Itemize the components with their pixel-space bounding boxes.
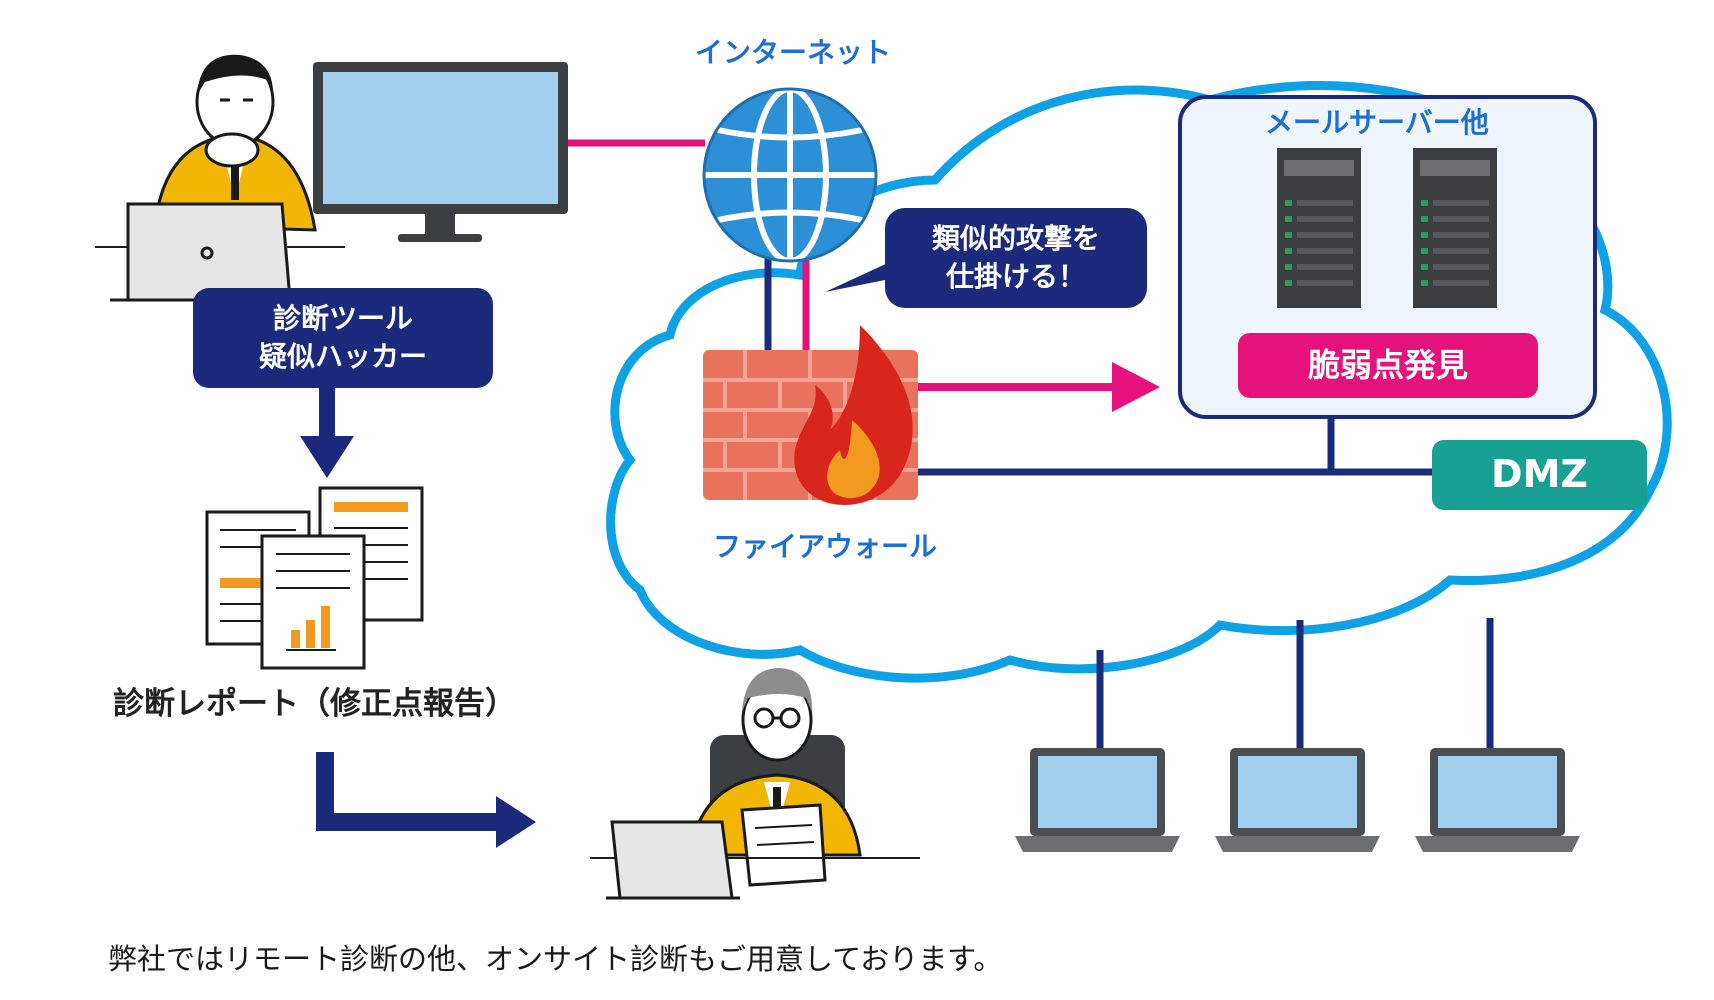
attack-bubble-line-1: 類似的攻撃を (931, 222, 1100, 256)
report-label: 診断レポート（修正点報告） (113, 686, 516, 722)
held-report-icon (740, 803, 827, 887)
manager-person-icon (590, 668, 920, 887)
down-arrow-shaft (319, 388, 335, 436)
report-to-manager-arrowhead (496, 796, 536, 848)
desktop-monitor-icon (313, 62, 568, 242)
footer-note: 弊社ではリモート診断の他、オンサイト診断もご用意しております。 (108, 942, 1003, 976)
laptop-icon (110, 202, 300, 302)
firewall-label: ファイアウォール (713, 530, 938, 563)
report-to-manager-arrow (316, 752, 500, 831)
mail-server-label: メールサーバー他 (1265, 106, 1489, 139)
server-rack-icon (1413, 148, 1497, 308)
firewall-icon (703, 325, 918, 505)
vulnerability-label: 脆弱点発見 (1307, 345, 1468, 384)
vulnerability-badge: 脆弱点発見 (1238, 333, 1538, 398)
fire-icon (794, 325, 913, 505)
attack-speech-bubble: 類似的攻撃を 仕掛ける！ (885, 208, 1147, 308)
server-rack-icon (1277, 148, 1361, 308)
report-document-icon (205, 486, 424, 670)
dmz-badge: DMZ (1432, 440, 1647, 510)
internet-label: インターネット (695, 36, 892, 69)
tool-box: 診断ツール 疑似ハッカー (193, 288, 493, 388)
laptop-icon (1415, 748, 1580, 852)
laptop-icon (606, 820, 740, 900)
globe-icon (702, 86, 878, 264)
tool-box-line-1: 診断ツール (272, 302, 413, 336)
laptop-icon (1015, 748, 1180, 852)
down-arrow-head (300, 436, 354, 478)
dmz-label: DMZ (1491, 452, 1588, 497)
laptop-icon (1215, 748, 1380, 852)
firewall-to-server-arrowhead (1112, 362, 1160, 412)
tool-box-line-2: 疑似ハッカー (258, 340, 427, 373)
attack-bubble-line-2: 仕掛ける！ (945, 260, 1086, 293)
